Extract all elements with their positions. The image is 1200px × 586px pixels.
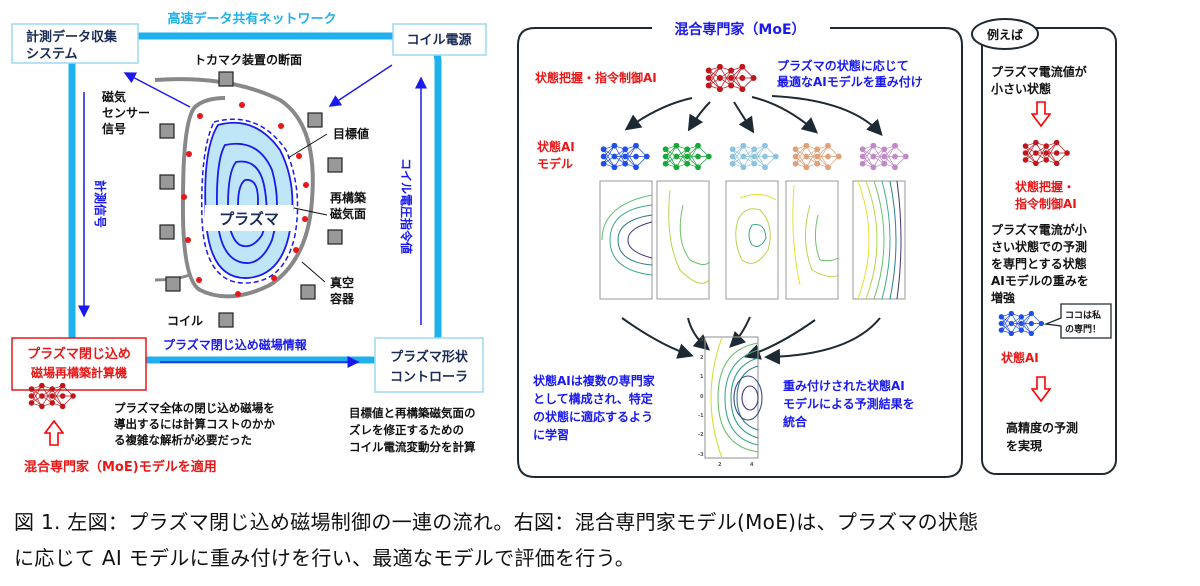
gating-ai-label: 状態把握・指令制御AI — [535, 70, 657, 85]
network-loop — [68, 32, 442, 364]
coil-voltage-label: コイル電圧指令値 — [399, 158, 414, 254]
svg-text:例えば: 例えば — [987, 27, 1023, 42]
computation-note: プラズマ全体の閉じ込め磁場を 導出するには計算コストのかか る複雑な解析が必要だ… — [114, 401, 279, 447]
example-gating-neural-net-icon — [1022, 140, 1071, 166]
example-result: 高精度の予測を実現 — [1006, 420, 1078, 453]
svg-text:-3: -3 — [698, 452, 704, 458]
svg-text:の専門！: の専門！ — [1065, 323, 1101, 335]
expert-3-contour — [725, 180, 779, 300]
expert-2-contour — [656, 180, 710, 300]
svg-text:計測データ収集: 計測データ収集 — [26, 29, 118, 45]
vacuum-vessel — [154, 77, 315, 299]
data-system-box: 計測データ収集 システム — [11, 23, 139, 64]
arrow-to-data-system — [123, 72, 191, 108]
plasma-label: プラズマ — [219, 210, 279, 228]
coils — [159, 71, 343, 328]
reconstruction-computer-box: プラズマ閉じ込め 磁場再構築計算機 — [11, 337, 147, 391]
reconstructed-surface-label: 再構築磁気面 — [329, 190, 367, 221]
combined-contour-plot — [704, 336, 763, 459]
hollow-arrow-up-icon — [44, 420, 64, 446]
example-panel: 例えば プラズマ電流値が小さい状態 状態把握・指令制御AI プラズマ電流が小 さ… — [971, 18, 1117, 475]
hollow-arrow-down-icon-2 — [1031, 376, 1051, 402]
target-surface — [201, 118, 299, 284]
svg-text:-2: -2 — [698, 432, 704, 438]
svg-text:信号: 信号 — [102, 121, 126, 136]
target-value-label: 目標値 — [333, 126, 369, 141]
svg-text:コイル電源: コイル電源 — [406, 32, 471, 48]
expert-3-neural-net-icon — [729, 143, 780, 170]
example-description: プラズマ電流が小 さい状態での予測 を専門とする状態 AIモデルの重みを 増強 — [991, 222, 1093, 305]
arrow-from-coil-power — [328, 64, 393, 107]
plasma-region — [204, 121, 294, 279]
example-gating-label: 状態把握・指令制御AI — [1015, 179, 1077, 211]
expert-1-contour — [599, 180, 653, 300]
expert-2-neural-net-icon — [662, 143, 713, 170]
svg-text:磁気: 磁気 — [101, 89, 126, 104]
svg-text:ココは私: ココは私 — [1065, 309, 1101, 321]
example-state: プラズマ電流値が小さい状態 — [991, 64, 1087, 96]
svg-text:コントローラ: コントローラ — [390, 370, 468, 385]
controller-note: 目標値と再構築磁気面の ズレを修正するための コイル電流変動分を計算 — [349, 406, 480, 454]
network-label: 高速データ共有ネットワーク — [167, 11, 336, 27]
coil-power-box: コイル電源 — [392, 23, 487, 56]
vacuum-vessel-label: 真空容器 — [329, 275, 355, 306]
expert-contour-plots — [599, 180, 906, 300]
svg-text:0: 0 — [700, 394, 704, 400]
example-state-ai-neural-net-icon — [998, 311, 1045, 336]
sensor-signal-label: 磁気 センサー 信号 — [101, 89, 150, 136]
gating-neural-net-icon — [705, 64, 758, 92]
svg-text:センサー: センサー — [102, 106, 150, 120]
state-ai-note: 状態AIは複数の専門家 として構成され、特定 の状態に適応するよう に学習 — [533, 373, 659, 442]
moe-title: 混合専門家（MoE） — [674, 21, 805, 38]
example-state-ai-label: 状態AI — [1001, 350, 1039, 365]
tick-labels: 3 2 1 0 -1 -2 -3 2 4 — [698, 337, 754, 468]
expert-4-contour — [785, 180, 839, 300]
gating-description: プラズマの状態に応じて最適なAIモデルを重み付け — [777, 58, 923, 89]
svg-text:4: 4 — [750, 462, 754, 468]
svg-text:2: 2 — [718, 462, 722, 468]
weighted-merge-note: 重み付けされた状態AI モデルによる予測結果を 統合 — [783, 378, 919, 429]
tokamak-section-label: トカマク装置の断面 — [194, 52, 302, 67]
measurement-signal-label: 計測信号 — [93, 180, 108, 228]
apply-moe-label: 混合専門家（MoE)モデルを適用 — [24, 459, 217, 475]
example-badge — [971, 18, 1039, 50]
magnetic-sensors — [181, 102, 309, 297]
expert-5-contour — [852, 180, 906, 300]
svg-text:プラズマ閉じ込め: プラズマ閉じ込め — [27, 346, 131, 362]
hollow-arrow-down-icon — [1031, 101, 1051, 127]
figure-diagram: 高速データ共有ネットワーク 計測データ収集 システム コイル電源 トカマク装置の… — [11, 11, 1117, 478]
moe-panel: 混合専門家（MoE） 状態把握・指令制御AI プラズマの状態に応じて最適なAIモ… — [517, 21, 963, 478]
svg-text:-1: -1 — [698, 413, 704, 419]
speech-bubble: ココは私 の専門！ — [1043, 303, 1112, 339]
figure-caption-line-1: 図 1. 左図：プラズマ閉じ込め磁場制御の一連の流れ。右図：混合専門家モデル(M… — [14, 510, 979, 534]
field-info-label: プラズマ閉じ込め磁場情報 — [163, 337, 308, 352]
svg-text:システム: システム — [26, 47, 78, 62]
svg-text:1: 1 — [700, 374, 704, 380]
svg-text:2: 2 — [700, 355, 704, 361]
coil-label: コイル — [167, 314, 203, 328]
svg-text:プラズマ形状: プラズマ形状 — [390, 349, 469, 365]
gating-arrows — [624, 95, 883, 136]
svg-text:3: 3 — [700, 337, 704, 343]
expert-1-neural-net-icon — [600, 143, 651, 170]
shape-controller-box: プラズマ形状 コントローラ — [374, 337, 484, 393]
left-panel: 高速データ共有ネットワーク 計測データ収集 システム コイル電源 トカマク装置の… — [11, 11, 487, 475]
expert-5-neural-net-icon — [859, 143, 910, 170]
figure-caption-line-2: に応じて AI モデルに重み付けを行い、最適なモデルで評価を行う。 — [14, 546, 635, 570]
svg-text:磁場再構築計算機: 磁場再構築計算機 — [30, 365, 127, 380]
expert-4-neural-net-icon — [792, 143, 843, 170]
